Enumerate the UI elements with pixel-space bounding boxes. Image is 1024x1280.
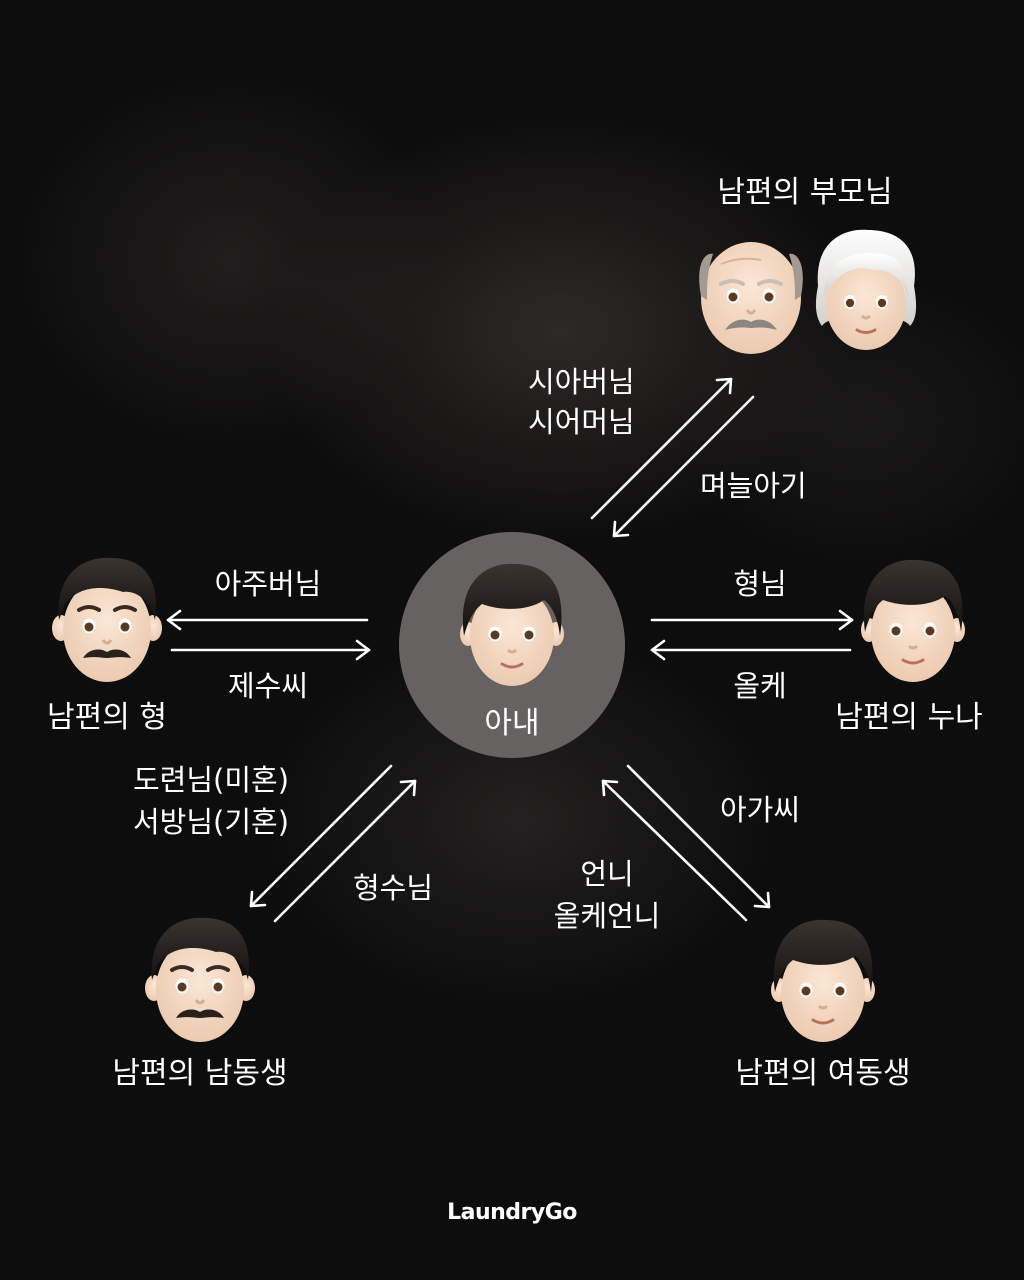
term-younger-brother-to-wife: 형수님 [352,871,434,905]
brand-logo: LaundryGo [447,1200,577,1225]
grandmother-icon [814,228,918,352]
term-older-brother-to-wife: 제수씨 [227,669,309,703]
arrow-parents-to-wife [612,395,755,538]
older-brother-label: 남편의 형 [47,700,167,735]
term-younger-sister-to-wife-2: 올케언니 [553,899,661,933]
younger-brother-label: 남편의 남동생 [112,1056,288,1091]
term-younger-brother-unmarried: 도련님(미혼) [133,763,290,797]
term-older-brother: 아주버님 [214,567,322,601]
arrow-to-younger-brother [249,764,393,908]
older-sister-label: 남편의 누나 [835,700,983,735]
arrow-from-older-sister [650,639,852,661]
wife-label: 아내 [484,706,540,741]
term-younger-brother-married: 서방님(기혼) [133,805,290,839]
younger-sister-label: 남편의 여동생 [735,1056,911,1091]
older-brother-icon [50,555,164,684]
arrow-from-younger-sister [601,779,748,922]
arrow-to-older-sister [650,609,854,631]
wife-icon [458,562,566,688]
term-mother-in-law: 시어머님 [528,405,635,439]
grandfather-icon [697,240,805,356]
term-older-sister: 형님 [733,567,787,601]
arrow-to-younger-sister [626,764,771,909]
younger-brother-icon [143,915,257,1044]
term-younger-sister-to-wife-1: 언니 [580,857,634,891]
arrow-to-older-brother [166,609,369,631]
term-father-in-law: 시아버님 [528,365,635,399]
arrow-from-older-brother [170,639,371,661]
arrow-wife-to-parents [590,377,733,520]
younger-sister-icon [769,918,877,1044]
term-younger-sister: 아가씨 [719,793,801,827]
term-daughter-in-law: 며늘아기 [700,469,807,503]
parents-label: 남편의 부모님 [717,175,893,210]
older-sister-icon [859,558,967,684]
term-older-sister-to-wife: 올케 [733,669,787,703]
arrow-from-younger-brother [273,779,417,923]
